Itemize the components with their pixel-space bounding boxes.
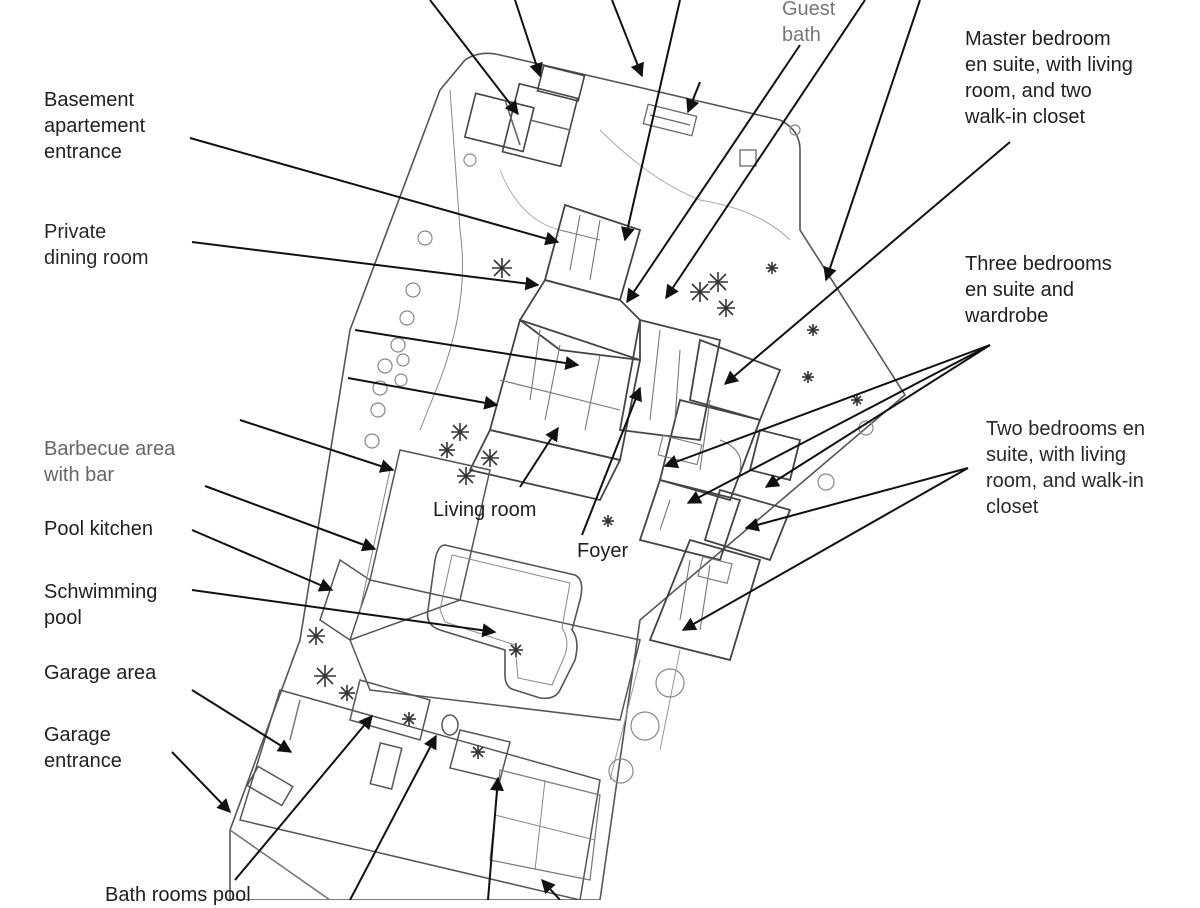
arrow-three-bedrooms-2 xyxy=(686,344,991,504)
arrow-three-bedrooms-1 xyxy=(663,344,991,469)
arrow-garage-area xyxy=(191,689,293,753)
arrow-top-5 xyxy=(665,0,866,300)
arrow-top-4 xyxy=(620,0,681,242)
arrow-master-bedroom xyxy=(723,141,1011,385)
arrow-bottom-3 xyxy=(487,776,504,900)
label-swimming-pool: Schwimming pool xyxy=(44,581,158,629)
arrow-three-bedrooms-3 xyxy=(764,344,991,488)
label-two-bedrooms: Two bedrooms en suite, with living room,… xyxy=(986,418,1145,518)
label-basement-entrance: Basement apartement entrance xyxy=(44,89,146,163)
label-bathrooms-pool: Bath rooms pool xyxy=(105,884,251,906)
arrow-basement-entrance xyxy=(189,137,560,246)
label-private-dining-room: Private dining room xyxy=(44,221,149,269)
label-living-room: Living room xyxy=(433,499,537,521)
arrow-unlabeled-3 xyxy=(239,419,395,473)
palm-trees xyxy=(307,258,863,759)
trees xyxy=(364,124,874,784)
arrow-pool-kitchen xyxy=(191,529,334,592)
arrow-unlabeled-2 xyxy=(347,377,499,410)
label-barbecue-area: Barbecue area with bar xyxy=(44,438,176,486)
arrow-top-2 xyxy=(514,0,543,78)
arrow-bathrooms-pool xyxy=(234,714,373,881)
arrow-top-6 xyxy=(823,0,921,282)
label-master-bedroom: Master bedroom en suite, with living roo… xyxy=(965,28,1133,128)
arrow-unlabeled-1 xyxy=(354,329,580,370)
swimming-pool-shape xyxy=(428,545,582,698)
property-boundary xyxy=(230,53,905,900)
arrow-guest-bath xyxy=(626,44,801,304)
arrow-private-dining xyxy=(191,241,540,291)
arrow-top-3 xyxy=(611,0,644,78)
arrow-bottom-2 xyxy=(349,734,437,900)
arrow-top-1 xyxy=(429,0,519,116)
label-guest-bath: Guest bath xyxy=(782,0,836,46)
label-pool-kitchen: Pool kitchen xyxy=(44,518,153,540)
arrow-two-bedrooms-2 xyxy=(681,467,969,631)
label-foyer: Foyer xyxy=(577,540,629,562)
arrow-swimming-pool xyxy=(191,589,497,638)
arrow-bottom-4 xyxy=(541,878,561,900)
garage-and-bathrooms xyxy=(240,680,600,900)
label-garage-area: Garage area xyxy=(44,662,157,684)
label-garage-entrance: Garage entrance xyxy=(44,724,122,772)
arrow-foyer xyxy=(581,386,642,536)
label-three-bedrooms: Three bedrooms en suite and wardrobe xyxy=(965,253,1112,327)
arrow-living-room xyxy=(519,426,559,488)
arrow-barbecue xyxy=(204,485,377,552)
arrow-two-bedrooms-1 xyxy=(744,467,969,532)
arrow-garage-entrance xyxy=(171,751,231,814)
arrow-short-top xyxy=(686,81,701,114)
main-house xyxy=(470,205,800,660)
